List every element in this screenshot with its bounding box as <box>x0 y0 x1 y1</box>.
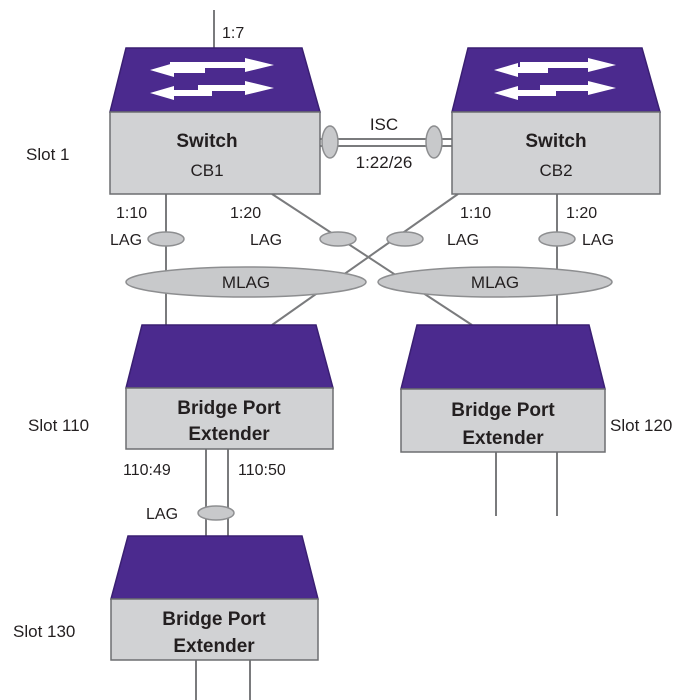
switch-cb1-title: Switch <box>176 131 237 152</box>
connections <box>165 10 558 700</box>
cb1-p10-lag-oval <box>147 231 185 247</box>
extender-bpe130-line2: Extender <box>173 636 255 657</box>
switch-cb2: Switch CB2 <box>451 47 661 195</box>
extender-bpe130: Bridge Port Extender <box>110 535 319 661</box>
extender-bpe110: Bridge Port Extender <box>125 324 334 450</box>
extender-bpe110-line1: Bridge Port <box>177 398 281 419</box>
extender-bpe120: Bridge Port Extender <box>400 324 606 453</box>
bpe110-p49-label: 110:49 <box>123 462 171 479</box>
extender-bpe120-body <box>400 388 606 453</box>
switch-arrows-icon <box>150 58 274 100</box>
extender-bpe120-line2: Extender <box>462 428 544 449</box>
cb1-p10-lag-label: LAG <box>110 232 142 249</box>
slot120-label: Slot 120 <box>610 416 672 435</box>
switch-cb1: Switch CB1 <box>109 47 321 195</box>
slot110-label: Slot 110 <box>28 416 89 435</box>
switch-cb1-body <box>109 111 321 195</box>
switch-cb2-subtitle: CB2 <box>539 161 572 180</box>
cb2-p10-lag-label: LAG <box>447 232 479 249</box>
cb2-p20-label: 1:20 <box>566 205 597 222</box>
extender-bpe120-line1: Bridge Port <box>451 400 555 421</box>
cb2-to-bpe110-line <box>271 193 459 326</box>
lag-ovals <box>147 125 576 521</box>
isc-lag-oval-right <box>425 125 443 159</box>
switch-cb1-subtitle: CB1 <box>190 161 223 180</box>
isc-label: ISC <box>370 115 398 134</box>
switch-cb2-title: Switch <box>525 131 586 152</box>
cb1-p20-label: 1:20 <box>230 205 261 222</box>
mlag-label-right: MLAG <box>471 273 519 292</box>
uplink-port-label: 1:7 <box>222 25 244 42</box>
isc-lag-oval-left <box>321 125 339 159</box>
extender-bpe110-body <box>125 387 334 450</box>
mlag-oval-left <box>125 266 367 298</box>
cb1-to-bpe120-line <box>271 193 473 326</box>
mlag-label-left: MLAG <box>222 273 270 292</box>
slot130-label: Slot 130 <box>13 622 75 641</box>
bpe110-lag-oval <box>197 505 235 521</box>
cb2-p10-lag-oval <box>386 231 424 247</box>
cb1-p10-label: 1:10 <box>116 205 147 222</box>
mlag-ovals: MLAG MLAG <box>125 266 613 298</box>
isc-ports-label: 1:22/26 <box>356 153 413 172</box>
bpe110-p50-label: 110:50 <box>238 462 286 479</box>
switch-arrows-icon <box>494 58 616 100</box>
cb2-p10-label: 1:10 <box>460 205 491 222</box>
slot1-label: Slot 1 <box>26 145 69 164</box>
cb2-p20-lag-oval <box>538 231 576 247</box>
cb1-p20-lag-oval <box>319 231 357 247</box>
extender-bpe130-line1: Bridge Port <box>162 609 266 630</box>
labels: 1:7 ISC 1:22/26 Slot 1 Slot 110 Slot 120… <box>13 25 672 641</box>
extender-bpe120-top <box>400 324 606 390</box>
extender-bpe130-body <box>110 598 319 661</box>
extender-bpe110-line2: Extender <box>188 424 270 445</box>
extender-bpe110-top <box>125 324 334 389</box>
switch-cb2-body <box>451 111 661 195</box>
switch-cb1-top <box>109 47 321 113</box>
extender-bpe130-top <box>110 535 319 600</box>
mlag-oval-right <box>377 266 613 298</box>
cb1-p20-lag-label: LAG <box>250 232 282 249</box>
bpe110-lag-label: LAG <box>146 506 178 523</box>
switch-cb2-top <box>451 47 661 113</box>
cb2-p20-lag-label: LAG <box>582 232 614 249</box>
